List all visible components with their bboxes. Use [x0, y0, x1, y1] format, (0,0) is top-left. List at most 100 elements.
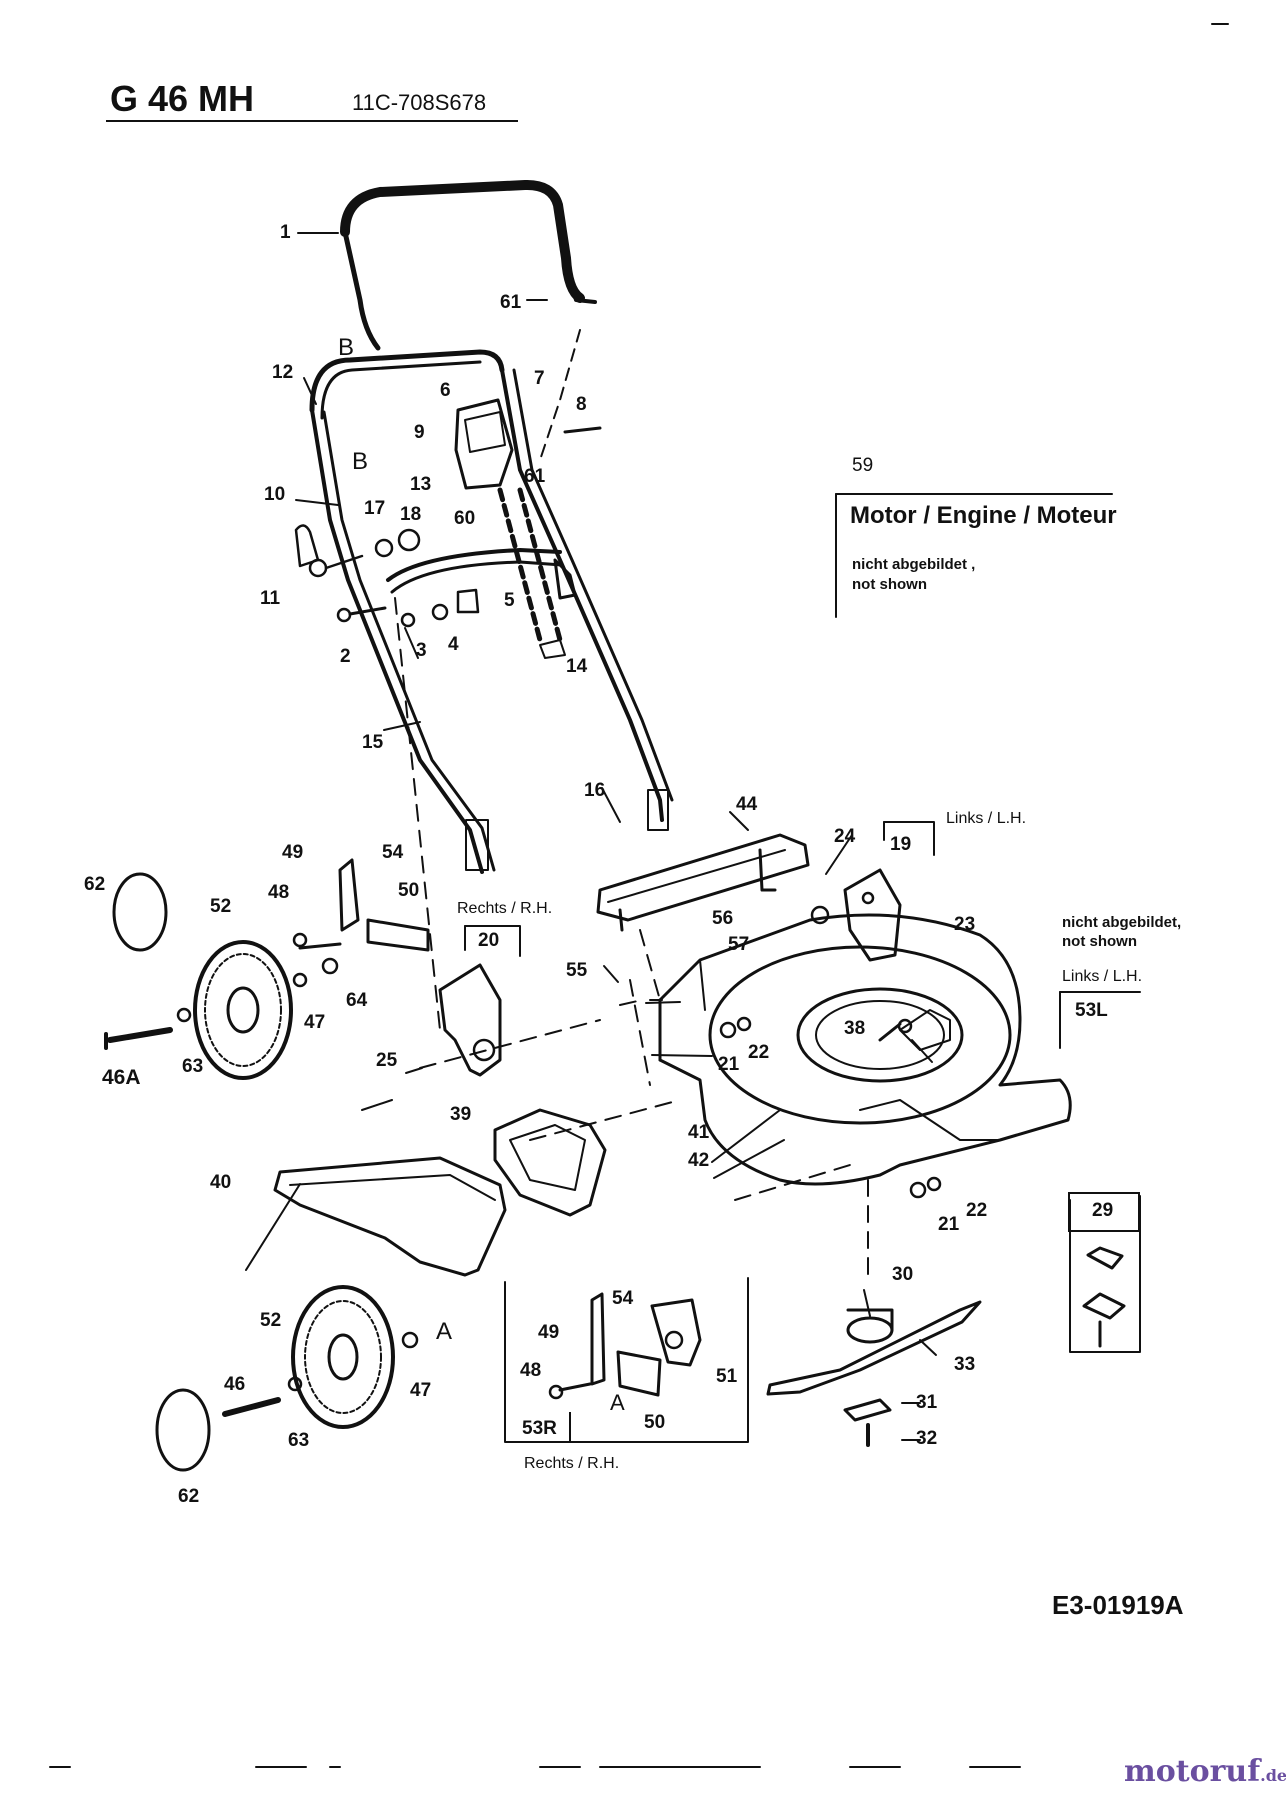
callout: A [610, 1390, 625, 1415]
callout: 47 [410, 1380, 432, 1401]
callout: 5 [504, 590, 515, 611]
callout: 11 [260, 588, 281, 609]
throttle-lever-assembly [454, 329, 581, 659]
engine-note-line1: nicht abgebildet , [852, 556, 976, 573]
callout: 3 [416, 640, 427, 661]
lower-handle-frame [309, 349, 674, 874]
engine-ref-number: 59 [852, 455, 874, 476]
callout: 61 [500, 292, 522, 313]
callout: 25 [376, 1050, 398, 1071]
callout: 55 [566, 960, 588, 981]
callout: 6 [440, 380, 451, 401]
ref-box-53R: 53R [522, 1418, 557, 1439]
height-adjust-brackets [438, 868, 902, 1077]
engine-note-line2: not shown [852, 576, 927, 593]
callout: 47 [304, 1012, 326, 1033]
callout: 46A [102, 1066, 141, 1089]
callout: 32 [916, 1428, 938, 1449]
callout: B [338, 334, 355, 361]
note-links-lh-19: Links / L.H. [946, 810, 1027, 827]
note-not-shown-line1: nicht abgebildet, [1062, 914, 1182, 931]
leader-lines [245, 232, 937, 1441]
callout: 21 [938, 1214, 960, 1235]
title-underline [106, 120, 518, 122]
note-rechts-rh-53r: Rechts / R.H. [524, 1455, 620, 1472]
model-title: G 46 MH [110, 78, 255, 119]
note-not-shown-line2: not shown [1062, 933, 1137, 950]
assembly-guide-lines [394, 597, 869, 1281]
callout: 7 [534, 368, 545, 389]
handle-hardware [294, 426, 602, 628]
ref-box-29-frame [1068, 1192, 1140, 1232]
inset-53R-frame [504, 1277, 749, 1443]
callout: 22 [966, 1200, 988, 1221]
callout: 54 [612, 1288, 634, 1309]
callout: 9 [414, 422, 425, 443]
callout: 42 [688, 1150, 710, 1171]
callout: 48 [520, 1360, 542, 1381]
callout: 16 [584, 780, 606, 801]
callout: 18 [400, 504, 422, 525]
callout: 62 [84, 874, 106, 895]
callout: B [352, 448, 369, 475]
callout: 40 [210, 1172, 232, 1193]
callout: 50 [398, 880, 420, 901]
inset-29-frame [1069, 1195, 1141, 1353]
drawing-number: E3-01919A [1052, 1590, 1184, 1620]
page-edge-marks [49, 23, 1229, 1768]
brand-watermark: motoruf.de [1124, 1754, 1286, 1789]
ref-box-53R-frame [505, 1412, 571, 1442]
callout: 63 [288, 1430, 310, 1451]
note-links-lh-53l: Links / L.H. [1062, 968, 1143, 985]
rear-wheel-assembly-left [104, 858, 430, 1080]
callout: 62 [178, 1486, 200, 1507]
rear-wheel-assembly-right [155, 1285, 419, 1472]
callout: A [436, 1318, 453, 1345]
callout: 51 [716, 1366, 738, 1387]
callout: 38 [844, 1018, 866, 1039]
brand-name: motoruf [1124, 1754, 1261, 1789]
crossbar-part [596, 833, 810, 932]
blade-assembly [766, 1300, 982, 1447]
upper-handle-part [340, 179, 597, 351]
callout: 48 [268, 882, 290, 903]
callout: 52 [210, 896, 232, 917]
brand-tld: .de [1260, 1766, 1286, 1785]
callout: 31 [916, 1392, 938, 1413]
callout: 15 [362, 732, 384, 753]
callout: 24 [834, 826, 856, 847]
callout: 56 [712, 908, 734, 929]
callout: 44 [736, 794, 758, 815]
callout: 60 [454, 508, 476, 529]
callout: 33 [954, 1354, 976, 1375]
callout: 61 [524, 466, 546, 487]
callout: 39 [450, 1104, 472, 1125]
callout: 17 [364, 498, 386, 519]
callout: 57 [728, 934, 750, 955]
callout: 63 [182, 1056, 204, 1077]
callout: 41 [688, 1122, 710, 1143]
note-rechts-rh-20: Rechts / R.H. [457, 900, 553, 917]
callout: 30 [892, 1264, 914, 1285]
ref-box-19: 19 [890, 834, 912, 855]
callout: 21 [718, 1054, 740, 1075]
ref-box-29: 29 [1092, 1200, 1114, 1221]
note-brackets [464, 493, 1141, 1049]
callout: 46 [224, 1374, 246, 1395]
callout: 49 [282, 842, 304, 863]
callout: 54 [382, 842, 404, 863]
callout: 50 [644, 1412, 666, 1433]
callout: 12 [272, 362, 294, 383]
callout: 13 [410, 474, 432, 495]
callout: 22 [748, 1042, 770, 1063]
callout: 64 [346, 990, 368, 1011]
callout: 1 [280, 222, 291, 243]
engine-title: Motor / Engine / Moteur [850, 502, 1117, 529]
callout: 10 [264, 484, 286, 505]
callout: 2 [340, 646, 351, 667]
rear-flap-and-grass-catcher [273, 1108, 607, 1277]
ref-box-53L: 53L [1075, 1000, 1108, 1021]
callout: 8 [576, 394, 587, 415]
